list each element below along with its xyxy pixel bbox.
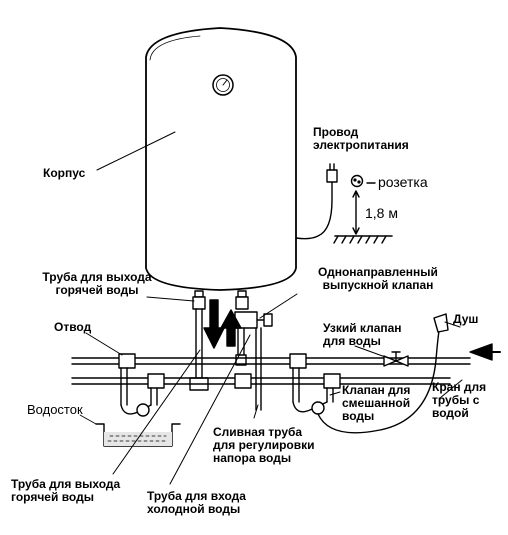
arrow-down-icon — [203, 299, 225, 349]
narrow-valve-label: Узкий клапан для воды — [323, 321, 402, 348]
hot-outlet-top-label: Труба для выхода горячей воды — [42, 270, 152, 297]
height-dimension — [333, 190, 393, 244]
thermometer-gauge-icon — [212, 74, 234, 96]
height-label: 1,8 м — [365, 205, 398, 221]
mixing-valve-label: Клапан для смешанной воды — [342, 383, 411, 423]
drain-pipe-label: Сливная труба для регулировки напора вод… — [213, 425, 315, 465]
cold-water-inlet-pipe — [234, 290, 273, 411]
drain-label: Водосток — [27, 402, 83, 417]
label-leaders — [85, 293, 463, 485]
socket-label: розетка — [378, 174, 428, 190]
arrow-up-icon — [220, 309, 242, 347]
shower-label: Душ — [453, 312, 479, 326]
drain-basin — [79, 414, 181, 447]
power-socket-icon — [350, 174, 376, 188]
hot-outlet-bottom-label: Труба для выхода горячей воды — [11, 477, 121, 504]
power-cable-label: Провод электропитания — [313, 125, 409, 152]
hot-water-outlet-pipe — [189, 290, 209, 391]
power-cable — [295, 163, 338, 240]
water-heater-tank — [145, 27, 297, 291]
branch-fitting — [118, 353, 165, 417]
branch-label: Отвод — [54, 320, 92, 334]
shower-hose — [317, 313, 449, 434]
check-valve-label: Однонаправленный выпускной клапан — [318, 265, 438, 292]
arrow-left-icon — [469, 343, 501, 361]
water-tap-label: Кран для трубы с водой — [432, 380, 487, 420]
body-label: Корпус — [43, 166, 86, 180]
narrow-valve — [383, 351, 409, 367]
cold-inlet-label: Труба для входа холодной воды — [147, 489, 246, 516]
